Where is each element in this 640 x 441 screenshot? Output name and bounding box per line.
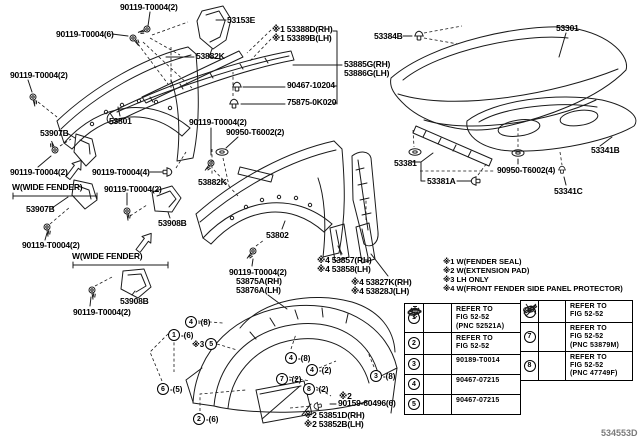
variant-label: W(WIDE FENDER) [72, 251, 143, 261]
part-label: 53341C [554, 186, 583, 196]
callout-3: 3-(8) [369, 370, 395, 382]
part-label: 90950-T6002(2) [226, 127, 285, 137]
fender-stay-53908b [120, 185, 182, 299]
part-label: 90119-T0004(4) [92, 167, 150, 177]
part-label: 53876A(LH) [236, 285, 281, 295]
hood-moulding-53388d [141, 50, 244, 104]
row-number: 4 [408, 378, 420, 391]
row-number: 1 [408, 311, 420, 324]
part-label: 53301 [556, 23, 579, 33]
callout-7: 7-(2) [275, 373, 301, 385]
footnote-4: ※4 W(FRONT FENDER SIDE PANEL PROTECTOR) [443, 284, 623, 293]
part-label: 53381A [427, 176, 456, 186]
bolt-icon [523, 303, 538, 317]
part-label: ※4 53827K(RH) [351, 277, 412, 287]
part-label: 90119-T0004(2) [22, 240, 80, 250]
fender-protector-53857 [329, 151, 379, 264]
part-label: 53885G(RH) [344, 59, 391, 69]
row-number: 5 [408, 398, 420, 411]
row-number: 3 [408, 358, 420, 371]
mudguard-53851d [255, 380, 313, 424]
part-label: ※4 53858(LH) [317, 264, 371, 274]
front-fender-53801 [56, 46, 199, 162]
part-label: 53908B [158, 218, 187, 228]
fender-moulding-53885g [106, 50, 295, 125]
part-label: 90119-T0004(6) [56, 29, 114, 39]
leader-lines-dashed [37, 21, 563, 411]
callout-2: 2-(6) [192, 413, 218, 425]
rivet-icon [409, 307, 421, 315]
callout-1: 1-(6) [167, 329, 193, 341]
part-label: ※2 [339, 391, 352, 401]
front-fender-wide-53802 [195, 140, 345, 258]
table-row: 4 90467-07215 [405, 307, 520, 394]
part-label: 53381 [394, 158, 417, 168]
callout-8: 8-(2) [302, 383, 328, 395]
callout-4c: 4-(2) [305, 364, 331, 376]
part-label: 90467-10204 [287, 80, 335, 90]
part-label: 90119-T0004(2) [10, 70, 68, 80]
part-label: 90159-60496(6) [338, 398, 396, 408]
variant-label: W(WIDE FENDER) [12, 182, 83, 192]
part-label: ※1 53389B(LH) [272, 33, 332, 43]
part-label: ※2 53851D(RH) [304, 410, 365, 420]
row-number: 8 [523, 359, 536, 372]
part-label: 53875A(RH) [236, 276, 282, 286]
part-label: ※2 53852B(LH) [304, 419, 364, 429]
leader-lines-solid [12, 11, 613, 416]
table-row: 3 90189-T0014 [405, 307, 520, 374]
footnote-1: ※1 W(FENDER SEAL) [443, 257, 522, 266]
hood-insulator-53341b [466, 96, 637, 152]
part-label: ※4 53857(RH) [317, 255, 372, 265]
footnote-3: ※3 LH ONLY [443, 275, 489, 284]
screw-grommet-icon [412, 306, 418, 318]
callout-4: 4-(8) [184, 316, 210, 328]
part-label: 90119-T0004(2) [120, 2, 178, 12]
part-label: 90950-T6002(4) [497, 165, 556, 175]
part-label: 53802 [266, 230, 289, 240]
document-number: 534553D [601, 428, 638, 438]
part-label: 53882K [196, 51, 225, 61]
fender-liner-53875a [185, 296, 398, 414]
part-label: 53801 [109, 116, 132, 126]
row-number: 7 [523, 330, 536, 343]
part-label: 90119-T0004(2) [10, 167, 68, 177]
part-label: 53882K [198, 177, 227, 187]
part-label: 90119-T0004(2) [73, 307, 131, 317]
part-label: 53908B [120, 296, 149, 306]
part-label: 53341B [591, 145, 620, 155]
part-label: 53907B [26, 204, 55, 214]
part-label: 53153E [227, 15, 256, 25]
part-label: 90119-T0004(2) [189, 117, 247, 127]
cowl-bracket-53153e [196, 5, 232, 60]
part-label: 53384B [374, 31, 403, 41]
part-label: 75875-0K020 [287, 97, 337, 107]
hood-weatherstrip-53381 [412, 125, 493, 167]
footnote-2: ※2 W(EXTENSION PAD) [443, 266, 530, 275]
row-number: 2 [408, 337, 420, 350]
part-label: 90119-T0004(2) [229, 267, 287, 277]
callout-5: ※3 5 [192, 338, 218, 350]
callout-4b: 4-(8) [284, 352, 310, 364]
part-label: ※1 53388D(RH) [272, 24, 333, 34]
callout-6: 6-(5) [156, 383, 182, 395]
part-label: 53907B [40, 128, 69, 138]
hood-panel-53301 [390, 26, 628, 131]
table-row: 5 90467-07215 [405, 307, 520, 414]
part-label: 53886G(LH) [344, 68, 390, 78]
part-label: 90119-T0004(2) [104, 184, 162, 194]
part-label: ※4 53828J(LH) [351, 286, 410, 296]
